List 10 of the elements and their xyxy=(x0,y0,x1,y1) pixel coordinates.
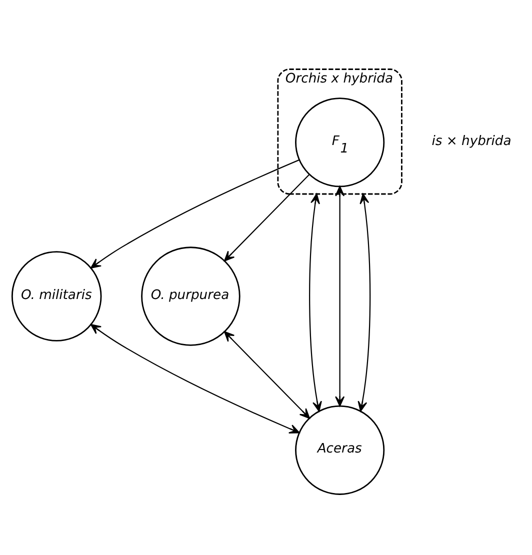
node-circle: O. purpurea xyxy=(141,246,240,346)
arrow xyxy=(309,192,322,412)
arrow xyxy=(224,330,310,418)
arrow xyxy=(224,174,310,261)
arrow xyxy=(90,158,300,268)
arrow xyxy=(90,324,300,433)
label: is × hybrida xyxy=(432,133,512,148)
arrow xyxy=(358,192,371,412)
node-circle: Aceras xyxy=(295,404,385,494)
arrow xyxy=(335,185,345,406)
